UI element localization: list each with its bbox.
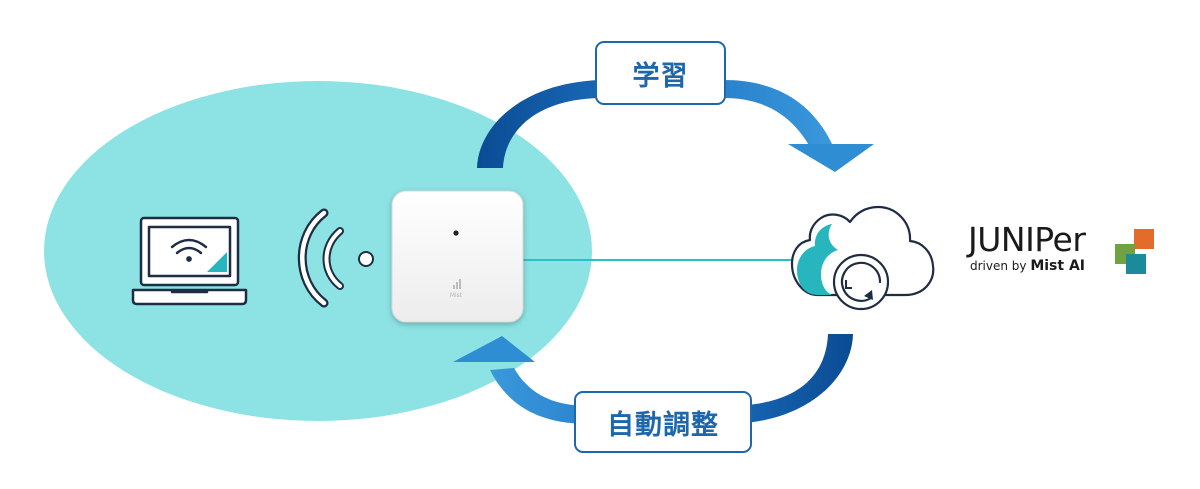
tagline-brand: Mist AI	[1030, 258, 1086, 274]
logo-orange-square-icon	[1134, 229, 1154, 249]
auto-adjust-label: 自動調整	[574, 391, 752, 453]
ap-status-led	[453, 230, 459, 236]
logo-teal-square-icon	[1126, 254, 1146, 274]
mist-logo-icon	[453, 279, 461, 289]
client-area-ellipse	[44, 81, 592, 421]
juniper-wordmark: JUNIPer	[968, 220, 1086, 259]
access-point-device: Mist	[391, 190, 524, 323]
learn-label: 学習	[595, 41, 726, 105]
ap-brand-label: Mist	[450, 292, 463, 299]
curved-arrow-right-icon	[477, 80, 874, 172]
juniper-mist-logo: JUNIPer driven by Mist AI	[968, 222, 1163, 284]
tagline-prefix: driven by	[970, 259, 1031, 273]
laptop-wifi-icon	[131, 216, 248, 306]
logo-tagline: driven by Mist AI	[970, 258, 1085, 274]
wifi-broadcast-icon	[297, 208, 374, 308]
cloud-sync-icon	[790, 205, 935, 311]
